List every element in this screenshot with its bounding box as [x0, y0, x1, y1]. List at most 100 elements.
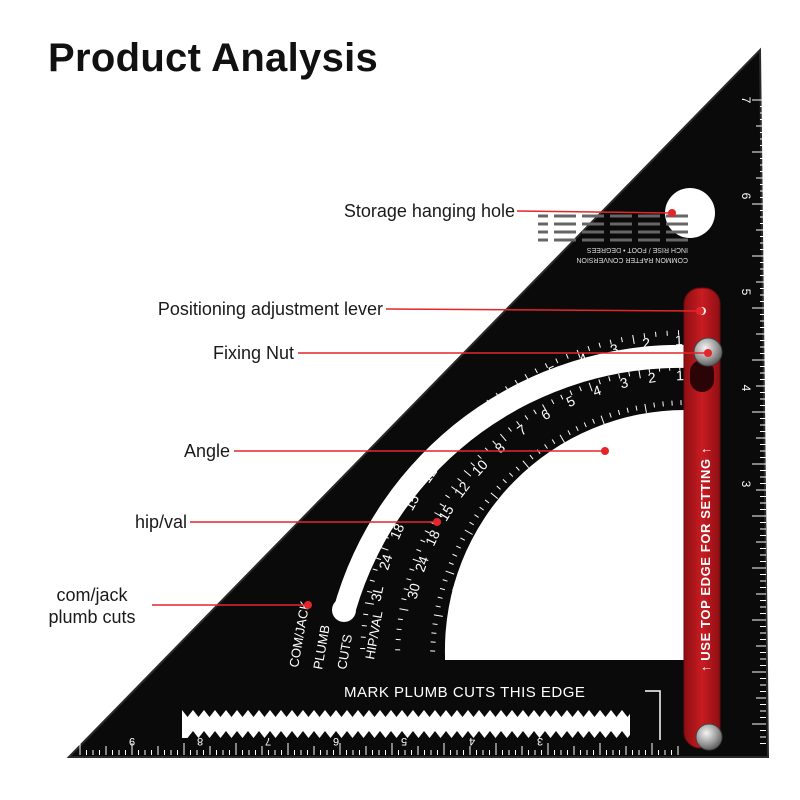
- dot-hip-val: [433, 518, 441, 526]
- arc-tick: [643, 333, 646, 339]
- hyp-tick: [723, 68, 732, 76]
- arc-tick: [544, 363, 548, 369]
- arc-tick: [469, 521, 475, 526]
- hyp-tick: [214, 588, 223, 597]
- tooth-top: [347, 710, 358, 717]
- label-cuts: CUTS: [334, 633, 355, 671]
- tooth-top: [534, 710, 545, 717]
- arc-tick: [598, 342, 601, 348]
- tooth-bottom: [583, 731, 595, 738]
- tooth-top: [391, 710, 402, 717]
- tooth-bottom: [396, 731, 408, 738]
- lever-label: ↑ USE TOP EDGE FOR SETTING ↑: [698, 447, 713, 672]
- arc-tick: [448, 562, 454, 565]
- marking-slot: [182, 710, 630, 738]
- arc-tick: [477, 454, 482, 459]
- arc-tick: [468, 414, 473, 419]
- arc-tick: [479, 506, 484, 511]
- arc-tick: [393, 514, 399, 518]
- hyp-tick: [198, 612, 203, 617]
- arc-tick: [367, 590, 373, 593]
- hyp-tick: [404, 402, 409, 407]
- hyp-tick: [175, 628, 184, 637]
- tooth-bottom: [418, 731, 430, 738]
- hyp-tick: [521, 281, 526, 287]
- inner-scale-number: 2: [647, 369, 657, 386]
- arc-tick: [576, 349, 581, 359]
- hyp-tick: [394, 412, 399, 417]
- dot-com-jack: [304, 601, 312, 609]
- arc-tick: [456, 545, 462, 549]
- tooth-top: [490, 710, 501, 717]
- tooth-bottom: [187, 731, 199, 738]
- callout-lines: [152, 209, 712, 609]
- arc-tick: [492, 440, 497, 445]
- inner-scale-number: 15: [435, 502, 457, 524]
- hyp-tick: [550, 251, 556, 257]
- tooth-top: [281, 710, 292, 717]
- inner-scale-number: 3: [618, 374, 629, 391]
- arc-tick: [644, 403, 647, 413]
- hyp-tick: [638, 161, 644, 166]
- tooth-top: [567, 710, 578, 717]
- tooth-bottom: [352, 731, 364, 738]
- arc-tick: [534, 368, 538, 374]
- bottom-edge-number: 7: [265, 735, 271, 747]
- arc-tick: [648, 367, 651, 373]
- arc-tick: [551, 439, 556, 445]
- degree-number: 70°: [451, 575, 468, 595]
- bottom-edge-number: 3: [537, 735, 543, 747]
- tooth-top: [248, 710, 259, 717]
- arc-tick: [502, 479, 507, 484]
- arc-tick: [452, 430, 457, 435]
- tooth-top: [193, 710, 204, 717]
- callout-hanging-hole: Storage hanging hole: [343, 201, 515, 221]
- arc-tick: [490, 492, 499, 500]
- bottom-edge-ticks: [79, 743, 679, 755]
- tooth-bottom: [264, 731, 276, 738]
- arc-tick: [565, 353, 569, 359]
- tooth-bottom: [231, 731, 243, 738]
- tooth-bottom: [385, 731, 397, 738]
- arc-tick: [575, 426, 579, 432]
- arc-tick: [495, 392, 500, 398]
- hyp-tick: [541, 261, 546, 267]
- arc-tick: [412, 558, 422, 563]
- dot-fixing-nut: [704, 349, 712, 357]
- dot-hanging-hole: [668, 209, 676, 217]
- tooth-top: [270, 710, 281, 717]
- arc-tick: [587, 345, 591, 352]
- hyp-tick: [364, 442, 370, 447]
- arc-tick: [560, 394, 564, 400]
- inner-scale-number: 18: [422, 527, 443, 548]
- inner-cutout: [444, 409, 686, 660]
- arc-tick: [524, 415, 529, 420]
- hyp-tick: [292, 508, 301, 517]
- bottom-edge-number: 9: [129, 735, 135, 747]
- arc-tick: [474, 514, 479, 518]
- arc-tick: [617, 409, 621, 416]
- hyp-tick: [697, 101, 702, 106]
- arc-tick: [434, 512, 443, 518]
- tooth-bottom: [616, 731, 628, 738]
- tooth-top: [479, 710, 490, 717]
- arc-tick: [396, 628, 402, 631]
- arc-tick: [401, 598, 407, 601]
- hyp-tick: [253, 548, 262, 557]
- hyp-tick: [629, 171, 634, 176]
- bottom-edge-number: 4: [469, 735, 475, 747]
- adjustment-lever[interactable]: ↑ USE TOP EDGE FOR SETTING ↑: [683, 287, 721, 749]
- tooth-top: [314, 710, 325, 717]
- inner-scale-number: 1: [676, 367, 685, 383]
- right-edge-number: 4: [739, 385, 753, 392]
- arc-tick: [477, 406, 485, 415]
- arc-tick: [516, 421, 520, 426]
- arc-tick: [588, 382, 593, 392]
- arc-tick: [375, 557, 382, 561]
- callout-com-jack-line2: plumb cuts: [48, 607, 136, 627]
- hyp-tick: [237, 572, 242, 577]
- arc-tick: [514, 379, 519, 385]
- tooth-top: [237, 710, 248, 717]
- tooth-top: [259, 710, 270, 717]
- arc-tick: [424, 530, 430, 534]
